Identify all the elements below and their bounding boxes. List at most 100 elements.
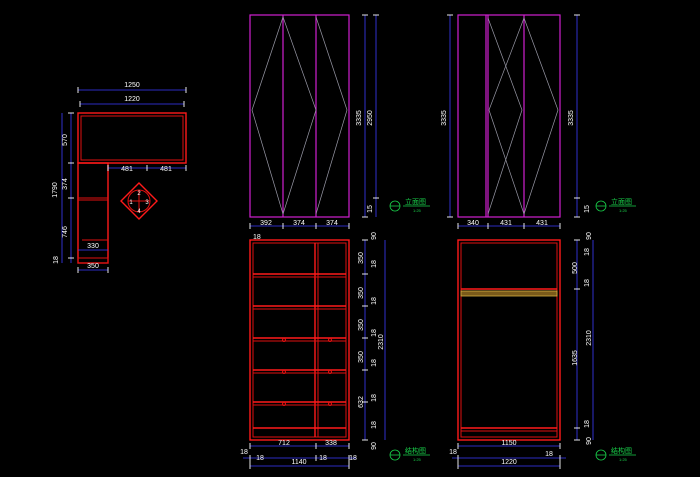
struct-a-2310: 2310 bbox=[378, 334, 385, 350]
plan-dim-18: 18 bbox=[53, 256, 60, 264]
struct-b-500: 500 bbox=[572, 262, 579, 274]
struct-b-90-top: 90 bbox=[586, 232, 593, 240]
door-swing-mark bbox=[488, 17, 525, 215]
handle-dot bbox=[282, 338, 286, 342]
elev-b-3335-right: 3335 bbox=[568, 110, 575, 126]
plan-top-cabinet-inner bbox=[80, 115, 184, 161]
structure-b-title: 结构图 1:25 bbox=[595, 446, 636, 462]
direction-n2: 2 bbox=[137, 191, 141, 197]
struct-a-18-3: 18 bbox=[371, 329, 378, 337]
struct-a-18-6: 18 bbox=[371, 421, 378, 429]
struct-a-90: 90 bbox=[371, 232, 378, 240]
struct-a-18-top: 18 bbox=[253, 234, 261, 241]
struct-b-1220: 1220 bbox=[501, 459, 517, 466]
direction-n1: 1 bbox=[129, 200, 133, 206]
struct-a-712: 712 bbox=[278, 440, 290, 447]
struct-b-1150: 1150 bbox=[501, 440, 516, 447]
handle-dot bbox=[328, 402, 332, 406]
direction-diamond bbox=[120, 182, 158, 220]
direction-n4: 4 bbox=[137, 209, 141, 215]
elev-b-431-b: 431 bbox=[536, 220, 548, 227]
struct-a-18-5: 18 bbox=[371, 394, 378, 402]
elev-b-3335-left: 3335 bbox=[441, 110, 448, 126]
elev-b-15: 15 bbox=[584, 205, 591, 213]
structure-a-scale: 1:25 bbox=[413, 457, 422, 462]
elevation-a-title: 立面图 1:25 bbox=[389, 197, 430, 213]
plan-dim-1220: 1220 bbox=[124, 96, 140, 103]
door-swing-mark bbox=[251, 16, 284, 215]
elev-a-392: 392 bbox=[260, 220, 272, 227]
plan-dim-1790: 1790 bbox=[52, 182, 59, 198]
elevation-b-frame bbox=[457, 14, 561, 218]
struct-a-350-2: 350 bbox=[358, 287, 365, 299]
elev-b-431-a: 431 bbox=[500, 220, 512, 227]
struct-a-350-1: 350 bbox=[358, 252, 365, 264]
plan-top-cabinet bbox=[77, 112, 187, 164]
structure-b-label: 结构图 bbox=[611, 446, 632, 455]
door-swing-mark bbox=[487, 17, 523, 215]
struct-a-632: 632 bbox=[358, 396, 365, 408]
elevation-view-b: 3335 3335 15 340 431 431 立面图 1:25 bbox=[441, 14, 636, 229]
plan-dim-481-a: 481 bbox=[121, 166, 133, 173]
elev-b-340: 340 bbox=[467, 220, 479, 227]
handle-dot bbox=[328, 370, 332, 374]
structure-a-label: 结构图 bbox=[405, 446, 426, 455]
struct-a-18-2: 18 bbox=[371, 297, 378, 305]
struct-a-350-4: 350 bbox=[358, 351, 365, 363]
struct-a-18-4: 18 bbox=[371, 359, 378, 367]
struct-a-350-3: 350 bbox=[358, 319, 365, 331]
handle-dot bbox=[282, 370, 286, 374]
plan-dim-570: 570 bbox=[62, 134, 69, 146]
struct-b-18-left: 18 bbox=[449, 449, 457, 456]
door-swing-mark bbox=[523, 17, 559, 215]
plan-dim-350: 350 bbox=[87, 263, 99, 270]
struct-b-18-mid: 18 bbox=[584, 279, 591, 287]
struct-b-18-top: 18 bbox=[584, 248, 591, 256]
plan-base bbox=[77, 257, 109, 264]
struct-a-1140: 1140 bbox=[291, 459, 306, 466]
elev-a-374-b: 374 bbox=[326, 220, 338, 227]
hanging-rail bbox=[460, 290, 558, 297]
plan-dim-746: 746 bbox=[62, 226, 69, 238]
plan-dim-481-b: 481 bbox=[160, 166, 172, 173]
plan-view: 1250 1220 1790 570 374 746 18 481 481 bbox=[52, 82, 187, 273]
structure-a-frame bbox=[249, 239, 350, 441]
handle-dot bbox=[328, 338, 332, 342]
plan-dim-374: 374 bbox=[62, 178, 69, 190]
structure-b-frame bbox=[457, 239, 561, 441]
elev-a-374-a: 374 bbox=[293, 220, 305, 227]
structure-b-inner bbox=[460, 242, 558, 438]
elev-a-15: 15 bbox=[367, 205, 374, 213]
elev-a-3335: 3335 bbox=[356, 110, 363, 126]
elevation-b-title: 立面图 1:25 bbox=[595, 197, 636, 213]
elevation-a-frame bbox=[249, 14, 350, 218]
elevation-view-a: 3335 2950 15 392 374 374 立面图 1:25 bbox=[249, 14, 430, 229]
struct-a-18-b1: 18 bbox=[240, 449, 248, 456]
elevation-a-label: 立面图 bbox=[405, 197, 426, 206]
struct-a-18-b2: 18 bbox=[256, 455, 264, 462]
struct-b-18-right: 18 bbox=[545, 451, 553, 458]
structure-a-inner bbox=[252, 242, 347, 438]
view-direction-symbol: 2 1 3 4 bbox=[120, 182, 158, 220]
door-swing-mark bbox=[282, 16, 317, 215]
struct-b-18-bottom: 18 bbox=[584, 420, 591, 428]
handle-dot bbox=[282, 402, 286, 406]
struct-b-2310: 2310 bbox=[586, 330, 593, 346]
elevation-b-scale: 1:25 bbox=[619, 208, 628, 213]
elev-a-2950: 2950 bbox=[367, 110, 374, 126]
door-swing-mark bbox=[315, 16, 348, 215]
struct-a-18-b3: 18 bbox=[319, 455, 327, 462]
struct-b-1635: 1635 bbox=[572, 350, 579, 366]
plan-dim-1250: 1250 bbox=[124, 82, 140, 89]
structure-a-title: 结构图 1:25 bbox=[389, 446, 430, 462]
elevation-a-scale: 1:25 bbox=[413, 208, 422, 213]
struct-a-90-bottom: 90 bbox=[371, 442, 378, 450]
struct-a-338: 338 bbox=[325, 440, 337, 447]
direction-n3: 3 bbox=[145, 200, 149, 206]
struct-b-90-bottom: 90 bbox=[586, 437, 593, 445]
struct-a-18-1: 18 bbox=[371, 260, 378, 268]
plan-dim-330: 330 bbox=[87, 243, 99, 250]
structure-view-a: 18 90 350 18 18 350 18 350 18 2310 350 1… bbox=[240, 232, 430, 469]
